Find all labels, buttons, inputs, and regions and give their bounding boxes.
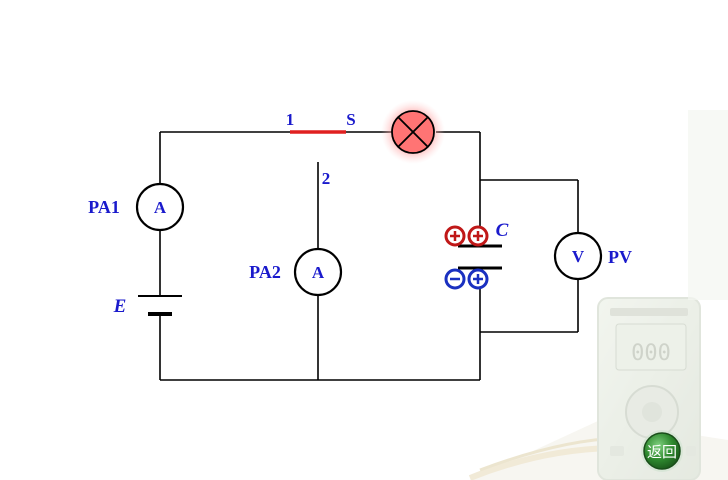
switch-position-2-label: 2 [322, 169, 331, 188]
voltmeter-pv: V [553, 231, 603, 281]
capacitor-label: C [496, 220, 509, 241]
battery [138, 295, 182, 316]
multimeter-background-image: 000 [468, 297, 728, 480]
ammeter-pa2-letter: A [312, 263, 325, 282]
background-shade [688, 110, 728, 300]
ammeter-pa1-label: PA1 [88, 197, 120, 217]
lamp [381, 100, 445, 164]
circuit-wires [159, 131, 579, 381]
ammeter-pa1: A [135, 182, 185, 232]
ammeter-pa2: A [293, 247, 343, 297]
back-button[interactable]: 返回 [641, 430, 683, 472]
minus-charge-icon [444, 268, 466, 290]
ammeter-pa1-letter: A [154, 198, 167, 217]
plus-charge-icon [444, 225, 466, 247]
ammeter-pa2-label: PA2 [249, 262, 281, 282]
positive-charges [444, 225, 489, 247]
capacitor [458, 244, 502, 270]
switch-label: S [346, 110, 355, 129]
voltmeter-pv-label: PV [608, 247, 632, 267]
plus-charge-icon [467, 225, 489, 247]
battery-label: E [113, 296, 127, 317]
negative-charges [444, 268, 489, 290]
minus-charge-icon [467, 268, 489, 290]
back-button-label: 返回 [647, 443, 677, 461]
voltmeter-letter: V [572, 247, 585, 266]
multimeter-display-text: 000 [631, 341, 671, 366]
switch-position-1-label: 1 [286, 110, 295, 129]
